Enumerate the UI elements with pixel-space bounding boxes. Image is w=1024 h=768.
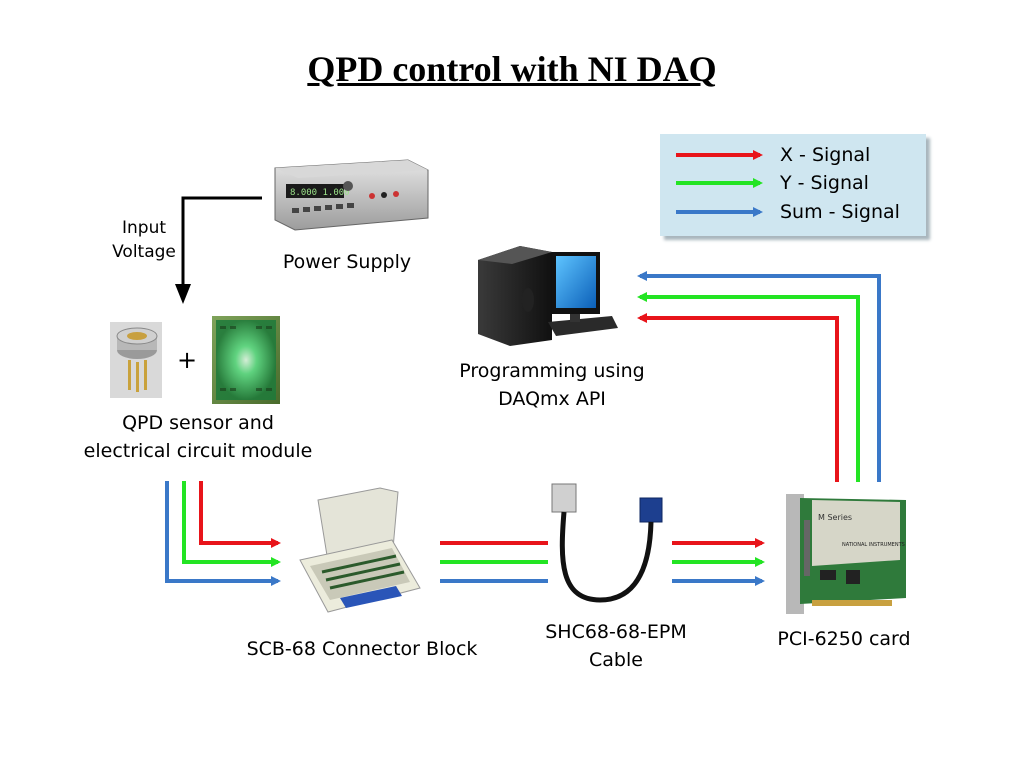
- programming-label-line2: DAQmx API: [498, 388, 606, 410]
- cable-label-line2: Cable: [589, 649, 643, 671]
- pci-brand-text: NATIONAL INSTRUMENTS: [842, 542, 905, 548]
- input-voltage-arrow: [181, 196, 262, 288]
- scb68-label: SCB-68 Connector Block: [246, 638, 478, 660]
- pci-series-text: M Series: [818, 513, 852, 522]
- power-supply-label: Power Supply: [282, 251, 412, 273]
- cable-label-line1: SHC68-68-EPM: [545, 621, 687, 643]
- circuit-board-image: [212, 316, 280, 404]
- programming-label-line1: Programming using: [459, 360, 645, 382]
- svg-text:8.000 1.000: 8.000 1.000: [290, 188, 350, 198]
- signal-sum-qpd-to-scb: [165, 481, 281, 586]
- cable-image: [551, 483, 663, 603]
- qpd-label-line2: electrical circuit module: [83, 440, 313, 462]
- signal-x-qpd-to-scb: [199, 481, 281, 548]
- signal-sum-pci-to-pc: [637, 271, 881, 482]
- pci-card-image: M Series NATIONAL INSTRUMENTS: [786, 494, 906, 614]
- legend-sum-label: Sum - Signal: [780, 201, 900, 223]
- qpd-sensor-image: [110, 322, 162, 398]
- plus-sign: +: [176, 346, 198, 374]
- legend-x-label: X - Signal: [780, 144, 871, 166]
- signal-y-qpd-to-scb: [182, 481, 281, 567]
- qpd-label-line1: QPD sensor and: [122, 412, 274, 434]
- input-voltage-label: Input Voltage: [112, 218, 176, 262]
- scb68-image: [299, 487, 421, 613]
- pci-label: PCI-6250 card: [777, 628, 911, 650]
- signal-x-pci-to-pc: [637, 313, 839, 482]
- computer-image: [478, 246, 618, 346]
- signal-y-pci-to-pc: [637, 292, 860, 482]
- power-supply-image: 8.000 1.000: [274, 159, 429, 231]
- legend-y-label: Y - Signal: [780, 172, 869, 194]
- page-title: QPD control with NI DAQ: [307, 49, 717, 89]
